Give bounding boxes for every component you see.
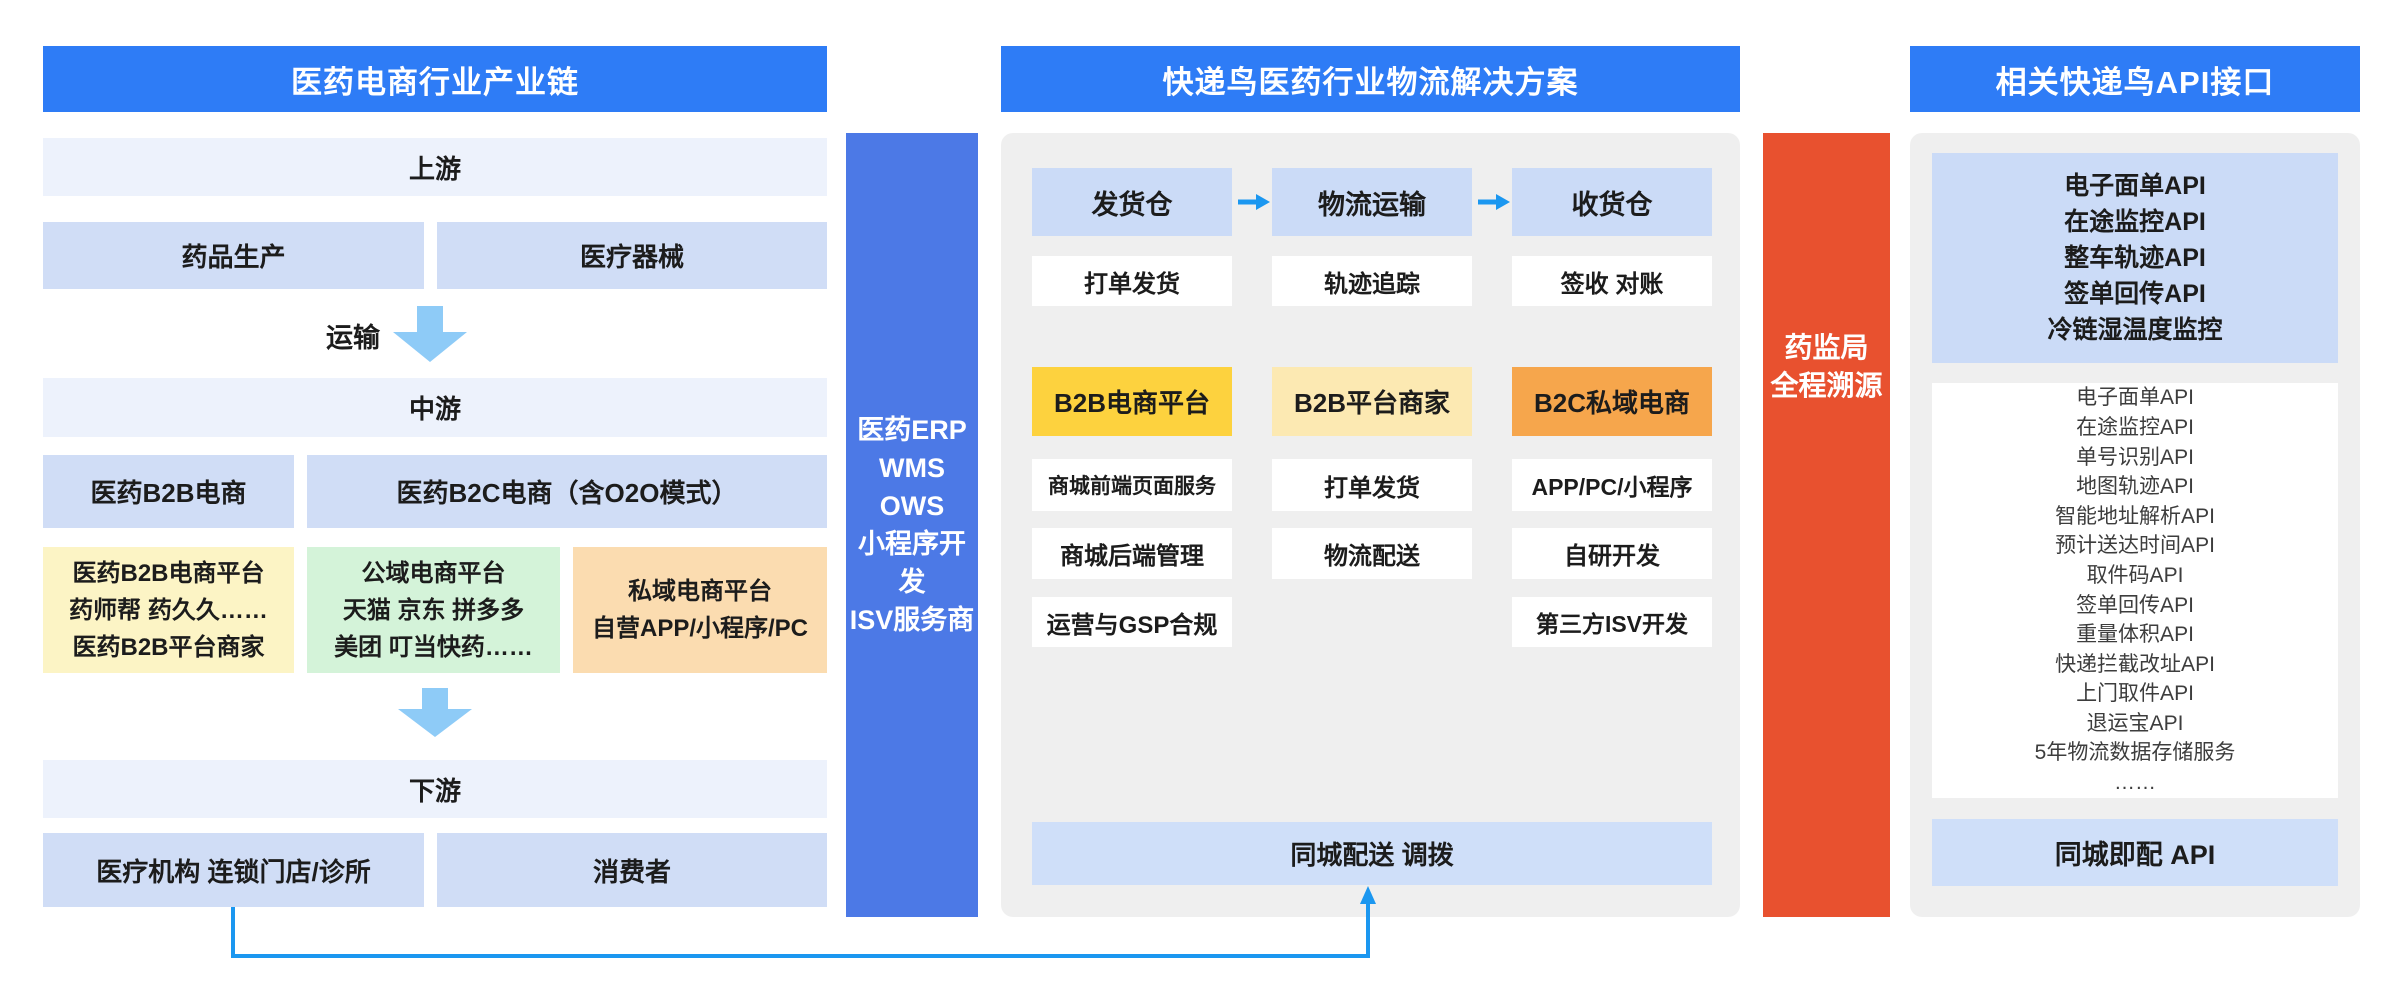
box-private-domain-platforms: 私域电商平台 自营APP/小程序/PC (573, 547, 827, 673)
platform-line: 公域电商平台 (361, 559, 506, 587)
api-item: 重量体积API (2076, 623, 2194, 647)
arrow-head (398, 709, 472, 737)
box-medical-devices: 医疗器械 (437, 222, 827, 289)
featured-api: 电子面单API (2064, 172, 2206, 200)
box-ops-gsp-compliance: 运营与GSP合规 (1032, 597, 1232, 647)
api-item: 智能地址解析API (2055, 504, 2215, 528)
header-b2c-private: B2C私域电商 (1512, 367, 1712, 436)
box-self-developed: 自研开发 (1512, 528, 1712, 579)
box-shipping-warehouse: 发货仓 (1032, 168, 1232, 236)
header-b2b-merchants: B2B平台商家 (1272, 367, 1472, 436)
api-item: 上门取件API (2076, 682, 2194, 706)
middle-panel (1001, 133, 1740, 917)
box-b2b-platform-group: 医药B2B电商平台 药师帮 药久久…… 医药B2B平台商家 (43, 547, 294, 673)
header-b2b-platform: B2B电商平台 (1032, 367, 1232, 436)
api-item: 预计送达时间API (2055, 534, 2215, 558)
box-mall-frontend-service: 商城前端页面服务 (1032, 459, 1232, 511)
api-item: 5年物流数据存储服务 (2034, 741, 2236, 765)
featured-api: 在途监控API (2064, 208, 2206, 236)
api-item: 电子面单API (2076, 386, 2194, 410)
box-mall-backend-mgmt: 商城后端管理 (1032, 528, 1232, 579)
trace-bar-line: 药监局 (1784, 332, 1869, 363)
platform-line: 自营APP/小程序/PC (591, 615, 809, 642)
api-item: 地图轨迹API (2076, 475, 2194, 499)
erp-services-bar: 医药ERP WMS OWS 小程序开发 ISV服务商 (846, 133, 978, 917)
featured-api: 冷链湿温度监控 (2047, 316, 2223, 344)
box-intracity-instant-api: 同城即配 API (1932, 819, 2338, 886)
platform-line: 美团 叮当快药…… (334, 633, 533, 661)
box-consumers: 消费者 (437, 833, 827, 907)
erp-bar-line: OWS (879, 491, 945, 521)
platform-line: 医药B2B平台商家 (72, 633, 265, 661)
platform-line: 私域电商平台 (628, 578, 772, 605)
box-intracity-delivery-allocation: 同城配送 调拨 (1032, 822, 1712, 885)
platform-line: 医药B2B电商平台 (72, 559, 265, 587)
platform-line: 药师帮 药久久…… (69, 596, 268, 624)
downstream-band: 下游 (43, 760, 827, 818)
api-item: 退运宝API (2086, 711, 2184, 735)
box-print-ship: 打单发货 (1032, 256, 1232, 306)
featured-api-box: 电子面单API 在途监控API 整车轨迹API 签单回传API 冷链湿温度监控 (1932, 153, 2338, 363)
box-pharma-b2c-o2o: 医药B2C电商（含O2O模式） (307, 455, 827, 528)
transport-down-arrow-icon (393, 306, 467, 362)
erp-bar-line: 小程序开发 (858, 529, 966, 597)
box-medical-institutions: 医疗机构 连锁门店/诊所 (43, 833, 424, 907)
right-section-title: 相关快递鸟API接口 (1910, 46, 2360, 112)
arrow-head (393, 332, 467, 362)
arrow-stem (417, 306, 443, 332)
api-item: 快递拦截改址API (2055, 652, 2215, 676)
box-public-domain-platforms: 公域电商平台 天猫 京东 拼多多 美团 叮当快药…… (307, 547, 560, 673)
erp-bar-line: WMS (879, 453, 945, 483)
box-pharma-b2b: 医药B2B电商 (43, 455, 294, 528)
box-print-ship-2: 打单发货 (1272, 459, 1472, 511)
middle-section-title: 快递鸟医药行业物流解决方案 (1001, 46, 1740, 112)
api-item: 签单回传API (2076, 593, 2194, 617)
api-item: …… (2114, 771, 2156, 795)
api-item: 在途监控API (2076, 415, 2194, 439)
api-item: 取件码API (2086, 563, 2184, 587)
transport-label: 运输 (326, 322, 380, 353)
featured-api: 整车轨迹API (2064, 244, 2206, 272)
arrow-stem (422, 688, 448, 709)
drug-regulator-trace-bar: 药监局 全程溯源 (1763, 133, 1890, 917)
box-thirdparty-isv: 第三方ISV开发 (1512, 597, 1712, 647)
downstream-down-arrow-icon (398, 688, 472, 737)
box-sign-reconcile: 签收 对账 (1512, 256, 1712, 306)
left-section-title: 医药电商行业产业链 (43, 46, 827, 112)
upstream-band: 上游 (43, 138, 827, 196)
api-item: 单号识别API (2076, 445, 2194, 469)
midstream-band: 中游 (43, 378, 827, 437)
api-list-box: 电子面单API 在途监控API 单号识别API 地图轨迹API 智能地址解析AP… (1932, 383, 2338, 798)
box-track-trace: 轨迹追踪 (1272, 256, 1472, 306)
box-logistics-delivery: 物流配送 (1272, 528, 1472, 579)
erp-bar-line: 医药ERP (857, 415, 967, 445)
erp-bar-line: ISV服务商 (849, 605, 975, 635)
box-logistics-transport: 物流运输 (1272, 168, 1472, 236)
box-receiving-warehouse: 收货仓 (1512, 168, 1712, 236)
box-app-pc-miniprogram: APP/PC/小程序 (1512, 459, 1712, 511)
box-drug-production: 药品生产 (43, 222, 424, 289)
trace-bar-line: 全程溯源 (1770, 370, 1883, 401)
platform-line: 天猫 京东 拼多多 (342, 596, 525, 624)
featured-api: 签单回传API (2064, 280, 2206, 308)
